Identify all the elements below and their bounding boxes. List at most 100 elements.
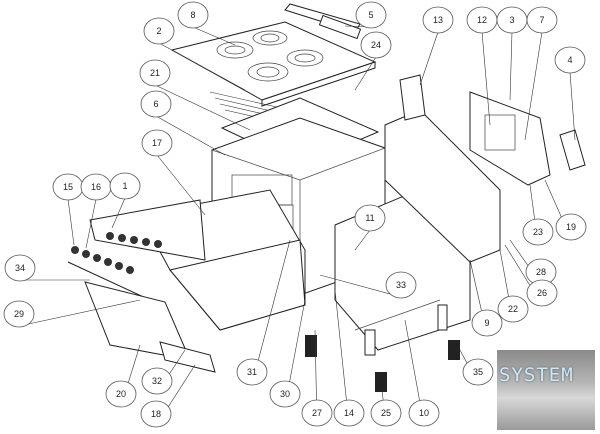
part-label-10: 10 <box>404 319 440 427</box>
label-number: 27 <box>312 408 322 418</box>
part-label-12: 12 <box>466 6 498 126</box>
part-label-22: 22 <box>497 249 529 323</box>
part-label-3: 3 <box>496 6 528 101</box>
leader-line <box>481 31 491 126</box>
label-number: 9 <box>484 318 489 328</box>
part-label-27: 27 <box>301 329 333 427</box>
label-circle <box>354 204 386 232</box>
label-number: 35 <box>473 367 483 377</box>
control-knobs <box>71 232 162 274</box>
part-label-35: 35 <box>459 349 494 386</box>
label-number: 3 <box>509 15 514 25</box>
label-circle <box>143 17 175 45</box>
label-number: 19 <box>566 222 576 232</box>
label-number: 4 <box>567 55 572 65</box>
label-circle <box>177 1 209 29</box>
label-circle <box>370 399 402 427</box>
parts-drawing <box>67 3 586 392</box>
bracket <box>399 74 426 121</box>
leader-line <box>354 229 371 251</box>
part-label-8: 8 <box>177 1 236 46</box>
label-number: 8 <box>190 10 195 20</box>
label-circle <box>140 90 172 118</box>
leader-line <box>569 71 576 141</box>
leader-line <box>154 84 251 131</box>
system-logo: SYSTEM <box>497 350 595 430</box>
label-number: 30 <box>280 389 290 399</box>
label-circle <box>269 380 301 408</box>
label-number: 12 <box>477 15 487 25</box>
label-number: 28 <box>536 267 546 277</box>
part-label-16: 16 <box>80 173 112 249</box>
label-number: 25 <box>381 408 391 418</box>
part-label-1: 1 <box>109 172 141 229</box>
label-circle <box>236 358 268 386</box>
label-circle <box>141 367 173 395</box>
leader-line <box>111 197 126 229</box>
label-circle <box>3 300 35 328</box>
label-circle <box>385 271 417 299</box>
label-circle <box>497 295 529 323</box>
label-number: 22 <box>508 304 518 314</box>
label-number: 11 <box>365 213 374 223</box>
part-label-33: 33 <box>319 271 417 299</box>
label-circle <box>408 399 440 427</box>
label-number: 16 <box>91 182 101 192</box>
label-circle <box>109 172 141 200</box>
label-number: 23 <box>533 227 543 237</box>
label-number: 34 <box>15 263 25 273</box>
part-label-30: 30 <box>269 299 306 408</box>
foot <box>305 335 317 357</box>
label-circle <box>555 213 587 241</box>
label-circle <box>422 6 454 34</box>
label-number: 21 <box>150 68 160 78</box>
part-label-17: 17 <box>141 129 206 216</box>
part-label-28: 28 <box>509 239 557 286</box>
label-number: 32 <box>152 376 162 386</box>
label-number: 18 <box>151 409 161 419</box>
label-number: 6 <box>153 99 158 109</box>
part-label-25: 25 <box>370 389 402 427</box>
part-label-29: 29 <box>3 299 141 328</box>
label-circle <box>140 400 172 428</box>
part-label-21: 21 <box>139 59 251 131</box>
leader-line <box>67 198 75 246</box>
leader-line <box>18 299 141 327</box>
label-circle <box>139 59 171 87</box>
leader-line <box>354 56 377 91</box>
part-label-34: 34 <box>4 254 90 282</box>
label-number: 17 <box>152 138 162 148</box>
part-label-11: 11 <box>354 204 386 251</box>
leader-line <box>156 154 206 216</box>
part-label-23: 23 <box>522 184 554 246</box>
part-label-32: 32 <box>141 349 186 395</box>
part-label-20: 20 <box>105 344 141 408</box>
part-label-14: 14 <box>333 289 365 427</box>
label-number: 20 <box>116 389 126 399</box>
part-label-13: 13 <box>419 6 454 86</box>
foot <box>375 372 387 392</box>
leader-line <box>155 115 226 156</box>
control-panel <box>89 199 206 261</box>
label-circle <box>554 46 586 74</box>
side-panel <box>469 91 551 186</box>
label-circle <box>471 309 503 337</box>
part-label-31: 31 <box>236 239 291 386</box>
leader-line <box>419 31 439 86</box>
label-circle <box>522 218 554 246</box>
leader-line <box>85 198 97 249</box>
label-number: 26 <box>537 288 547 298</box>
label-number: 29 <box>14 309 24 319</box>
label-number: 33 <box>396 280 406 290</box>
leader-line <box>319 274 402 298</box>
part-label-2: 2 <box>143 17 246 91</box>
label-circle <box>4 254 36 282</box>
plate-4 <box>559 129 586 171</box>
foot <box>448 340 460 360</box>
leader-line <box>509 31 513 101</box>
label-circle <box>526 6 558 34</box>
part-label-26: 26 <box>504 244 558 307</box>
label-number: 5 <box>368 10 373 20</box>
label-number: 10 <box>419 408 429 418</box>
